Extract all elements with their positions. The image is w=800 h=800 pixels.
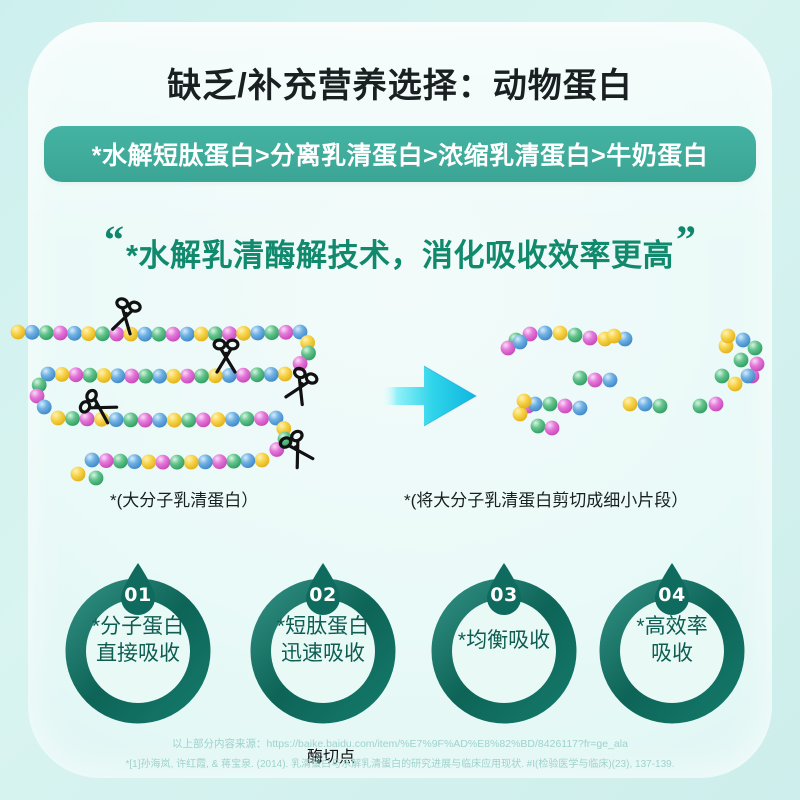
badge-text-04-line1: *高效率 — [636, 615, 708, 638]
benefit-badge-03[interactable]: 03 *均衡吸收 — [424, 562, 584, 727]
hydrolysis-diagram: 酶切点 — [0, 296, 800, 766]
footer-line-1: 以上部分内容来源：https://baike.baidu.com/item/%E… — [172, 738, 628, 751]
scissors-icon — [278, 429, 315, 470]
benefit-badges: 01 *分子蛋白 直接吸收 02 *短肽蛋白 迅速吸收 — [0, 562, 800, 727]
scissors-icon — [111, 297, 142, 336]
scissors-layer — [78, 297, 765, 470]
badge-text-03-line1: *均衡吸收 — [457, 629, 551, 652]
footer-line-2: *[1]孙海岚, 许红霞, & 蒋宝泉. (2014). 乳清蛋白与水解乳清蛋白… — [125, 759, 675, 770]
badge-text-02: *短肽蛋白 迅速吸收 — [254, 614, 392, 668]
benefit-badge-04[interactable]: 04 *高效率 吸收 — [592, 562, 752, 727]
benefit-badge-01[interactable]: 01 *分子蛋白 直接吸收 — [58, 562, 218, 727]
footer-sources: 以上部分内容来源：https://baike.baidu.com/item/%E… — [0, 735, 800, 774]
drop-marker-01 — [121, 563, 155, 615]
drop-marker-04 — [655, 563, 689, 615]
caption-fragments: *(将大分子乳清蛋白剪切成细小片段） — [404, 491, 689, 510]
page-title: 缺乏/补充营养选择：动物蛋白 — [167, 67, 633, 105]
ranking-banner: *水解短肽蛋白>分离乳清蛋白>浓缩乳清蛋白>牛奶蛋白 — [44, 126, 756, 182]
right-arrow-icon — [380, 365, 478, 427]
badge-text-01: *分子蛋白 直接吸收 — [69, 614, 207, 668]
badge-number-04: 04 — [658, 584, 686, 606]
badge-text-04-line2: 吸收 — [651, 641, 693, 665]
large-whey-protein-chain — [10, 324, 316, 486]
quote-headline: “ *水解乳清酶解技术，消化吸收效率更高 ” — [0, 217, 800, 282]
ranking-banner-text: *水解短肽蛋白>分离乳清蛋白>浓缩乳清蛋白>牛奶蛋白 — [91, 142, 709, 170]
badge-text-01-line2: 直接吸收 — [96, 641, 180, 665]
benefit-badge-02[interactable]: 02 *短肽蛋白 迅速吸收 — [243, 562, 403, 727]
drop-marker-02 — [306, 563, 340, 615]
quote-headline-text: *水解乳清酶解技术，消化吸收效率更高 — [125, 237, 675, 273]
badge-text-02-line2: 迅速吸收 — [281, 641, 365, 665]
badge-text-03: *均衡吸收 — [435, 628, 573, 655]
badge-number-03: 03 — [490, 584, 518, 606]
badge-text-01-line1: *分子蛋白 — [91, 615, 185, 638]
cut-point-label: 酶切点 — [307, 749, 356, 766]
badge-text-04: *高效率 吸收 — [603, 614, 741, 668]
scissors-icon — [284, 366, 319, 407]
caption-large-protein: *(大分子乳清蛋白） — [110, 491, 259, 510]
drop-marker-03 — [487, 563, 521, 615]
badge-text-02-line1: *短肽蛋白 — [276, 615, 370, 638]
quote-open-mark: “ — [103, 217, 124, 262]
badge-number-01: 01 — [124, 584, 152, 606]
scissors-icon — [212, 338, 240, 374]
quote-close-mark: ” — [676, 217, 697, 262]
badge-number-02: 02 — [309, 584, 337, 606]
scissors-icon — [78, 388, 119, 425]
